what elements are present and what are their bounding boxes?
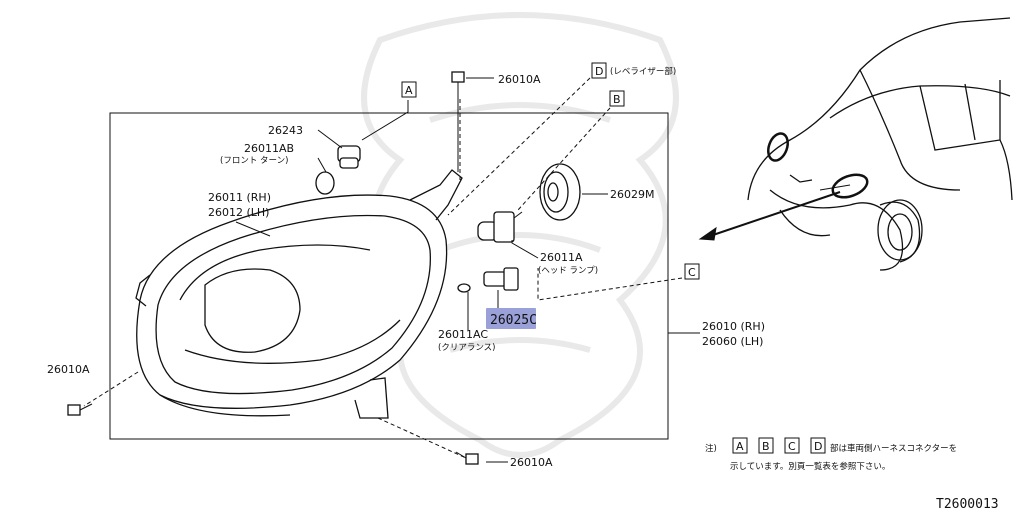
note-box-a-letter: A [736,440,744,453]
car-headlamp-marker-right [831,173,869,199]
note-box-d-letter: D [814,440,822,453]
label-26011-rh: 26011 (RH) [208,191,271,204]
note-box-c-letter: C [788,440,796,453]
car-illustration [747,17,1013,271]
bolt-top [451,71,465,96]
note-box-b-letter: B [762,440,770,453]
label-26243: 26243 [268,124,303,137]
headlamp-housing [135,169,463,419]
label-26011a: 26011A [540,251,583,264]
headlamp-bulb [477,211,523,243]
note-box-c [784,437,800,454]
leader-lines [235,77,700,463]
box-b-letter: B [613,93,621,106]
car-headlamp-marker-left [767,132,789,162]
note-box-a [732,437,748,454]
label-26012-lh: 26012 (LH) [208,206,269,219]
box-d-letter: D [595,65,603,78]
assembly-frame [109,112,669,440]
label-bolt-left: 26010A [47,363,90,376]
connector-note: 注) A B C D 部は車両側ハーネスコネクターを 示しています。別頁一覧表を… [705,437,957,472]
front-turn-socket [315,145,361,195]
label-26025c: 26025C [490,313,537,328]
clearance-socket [457,267,519,293]
box-c [684,263,700,280]
label-26011ab: 26011AB [244,142,294,155]
note-box-d [810,437,826,454]
label-leveler: (レベライザー部) [610,66,676,77]
bolt-bottom [455,451,479,465]
label-clearance: (クリアランス) [438,343,495,353]
bolt-left [67,403,93,416]
label-26029m: 26029M [610,188,654,201]
box-b [609,90,625,107]
label-26011ac: 26011AC [438,328,488,341]
label-bolt-top: 26010A [498,73,541,86]
box-c-letter: C [688,266,696,279]
box-d [591,62,607,79]
cap-part [539,163,581,221]
box-a [401,81,417,98]
dashed-leaders [83,77,683,459]
highlight-26025c [486,308,536,329]
diagram-code: T2600013 [936,497,999,511]
note-line1: 部は車両側ハーネスコネクターを [830,443,957,454]
box-a-letter: A [405,84,413,97]
pointer-arrow [698,191,841,241]
label-front-turn: (フロント ターン) [220,156,288,166]
label-26010-rh: 26010 (RH) [702,320,765,333]
label-26060-lh: 26060 (LH) [702,335,763,348]
note-box-b [758,437,774,454]
note-line2: 示しています。別頁一覧表を参照下さい。 [730,461,890,472]
note-prefix: 注) [705,443,717,454]
label-bolt-bottom: 26010A [510,456,553,469]
label-headlamp: (ヘッド ランプ) [538,266,598,276]
